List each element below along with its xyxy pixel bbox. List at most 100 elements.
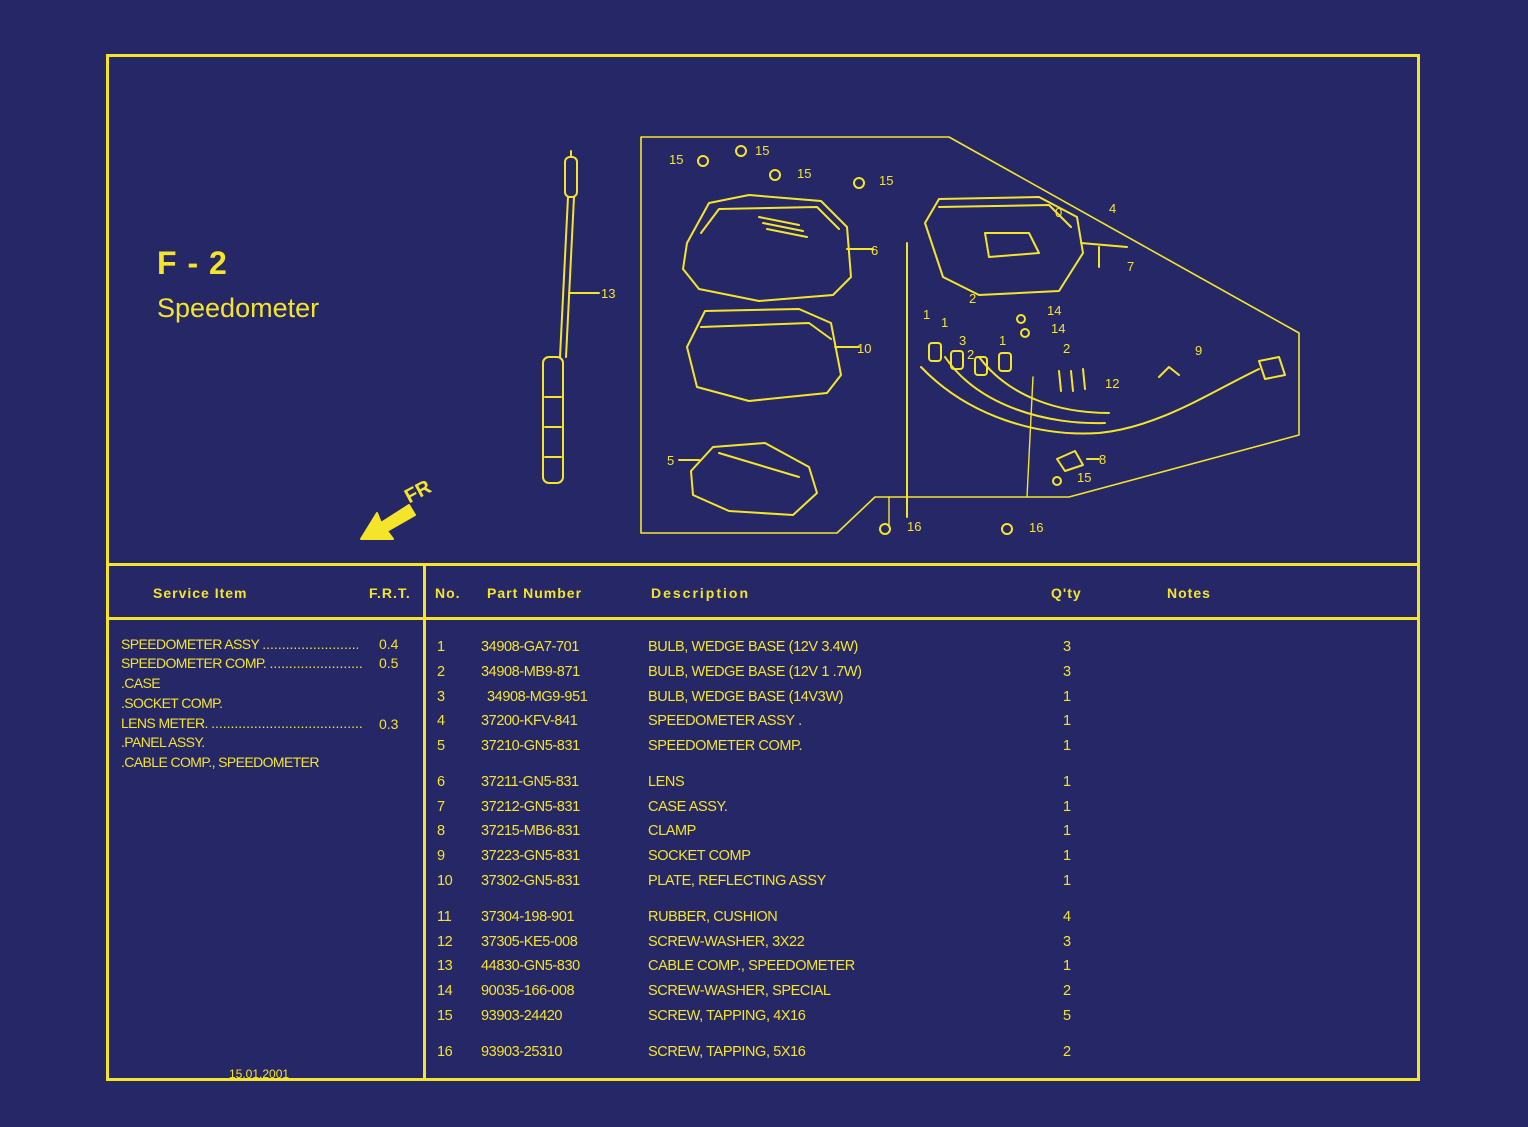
reflecting-plate-illustration: [686, 308, 860, 402]
callout-9: 9: [1195, 343, 1202, 358]
callout-14a: 14: [1047, 303, 1061, 318]
service-item: LENS METER. ............................…: [121, 715, 363, 731]
part-description: SCREW-WASHER, SPECIAL: [648, 983, 831, 999]
callout-1c: 1: [999, 333, 1006, 348]
assembly-boundary: [640, 136, 1300, 534]
part-number: 34908-MG9-951: [487, 689, 588, 705]
part-number: 37215-MB6-831: [481, 823, 580, 839]
callout-8: 8: [1099, 452, 1106, 467]
part-description: BULB, WEDGE BASE (12V 3.4W): [648, 639, 858, 655]
part-number: 37305-KE5-008: [481, 934, 578, 950]
column-divider: [423, 565, 426, 1078]
sheet-code: F - 2: [157, 245, 228, 281]
part-description: SCREW-WASHER, 3X22: [648, 934, 805, 950]
part-qty: 2: [1063, 1044, 1071, 1060]
part-number: 37223-GN5-831: [481, 848, 580, 864]
callout-10: 10: [857, 341, 871, 356]
part-number: 37302-GN5-831: [481, 873, 580, 889]
exploded-diagram: F - 2 Speedometer FR: [109, 57, 1417, 565]
callout-2b: 2: [1063, 341, 1070, 356]
speedometer-comp-illustration: [678, 442, 818, 516]
service-item: SPEEDOMETER ASSY .......................…: [121, 636, 359, 652]
callout-15c: 15: [797, 166, 811, 181]
part-qty: 3: [1063, 664, 1071, 680]
diagram-table-divider: [109, 563, 1417, 566]
front-arrow-icon: [360, 504, 416, 540]
part-description: SCREW, TAPPING, 5X16: [648, 1044, 806, 1060]
callout-1a: 1: [923, 307, 930, 322]
service-item: .SOCKET COMP.: [121, 695, 223, 711]
revision-date: 15.01.2001: [229, 1067, 290, 1081]
diagram-drawing: 15 15 15 15 6 13 10 5 4 7 0 2 14 14 2 1 …: [360, 136, 1300, 540]
part-no: 15: [437, 1008, 453, 1024]
sheet-title: Speedometer: [157, 293, 320, 323]
part-description: BULB, WEDGE BASE (12V 1 .7W): [648, 664, 862, 680]
part-description: SPEEDOMETER ASSY .: [648, 713, 802, 729]
table-row: 1 34908-GA7-701 BULB, WEDGE BASE (12V 3.4W…: [109, 639, 1417, 663]
part-no: 7: [437, 799, 445, 815]
part-description: RUBBER, CUSHION: [648, 909, 778, 925]
callout-1b: 1: [941, 315, 948, 330]
part-qty: 1: [1063, 738, 1071, 754]
part-qty: 1: [1063, 848, 1071, 864]
part-qty: 1: [1063, 823, 1071, 839]
callout-3: 3: [959, 333, 966, 348]
part-qty: 3: [1063, 639, 1071, 655]
part-no: 1: [437, 639, 445, 655]
header-notes: Notes: [1167, 585, 1211, 601]
callout-4: 4: [1109, 201, 1116, 216]
socket-harness-illustration: [920, 342, 1286, 435]
part-no: 2: [437, 664, 445, 680]
part-number: 37212-GN5-831: [481, 799, 580, 815]
callout-16b: 16: [1029, 520, 1043, 535]
case-assy-illustration: [906, 196, 1128, 518]
callout-12: 12: [1105, 376, 1119, 391]
part-description: SOCKET COMP: [648, 848, 751, 864]
service-item-frt: 0.5: [379, 655, 399, 671]
callout-6: 6: [871, 243, 878, 258]
parts-sheet-frame: F - 2 Speedometer FR: [106, 54, 1420, 1081]
part-description: CABLE COMP., SPEEDOMETER: [648, 958, 855, 974]
callout-14b: 14: [1051, 321, 1065, 336]
header-divider: [109, 617, 1417, 620]
screw-icons: [697, 145, 1062, 535]
part-description: CLAMP: [648, 823, 696, 839]
part-qty: 1: [1063, 873, 1071, 889]
part-number: 34908-GA7-701: [481, 639, 579, 655]
header-qty: Q'ty: [1051, 585, 1082, 601]
part-qty: 1: [1063, 713, 1071, 729]
part-description: BULB, WEDGE BASE (14V3W): [648, 689, 844, 705]
callout-2c: 2: [967, 347, 974, 362]
part-description: LENS: [648, 774, 685, 790]
header-part-number: Part Number: [487, 585, 583, 601]
part-no: 11: [437, 909, 452, 925]
service-item-frt: 0.4: [379, 636, 399, 652]
service-item: .CASE: [121, 675, 161, 691]
part-no: 12: [437, 934, 453, 950]
part-qty: 4: [1063, 909, 1071, 925]
part-no: 9: [437, 848, 445, 864]
part-no: 13: [437, 958, 453, 974]
part-qty: 1: [1063, 774, 1071, 790]
part-number: 37211-GN5-831: [481, 774, 579, 790]
callout-13: 13: [601, 286, 615, 301]
part-qty: 1: [1063, 689, 1071, 705]
part-number: 90035-166-008: [481, 983, 575, 999]
service-item: .PANEL ASSY.: [121, 734, 205, 750]
callout-15e: 15: [1077, 470, 1091, 485]
part-qty: 1: [1063, 958, 1071, 974]
service-item: SPEEDOMETER COMP. ......................…: [121, 655, 363, 671]
callout-0: 0: [1055, 205, 1062, 220]
part-qty: 2: [1063, 983, 1071, 999]
header-description: Description: [651, 585, 751, 601]
part-no: 6: [437, 774, 445, 790]
callout-5: 5: [667, 453, 674, 468]
